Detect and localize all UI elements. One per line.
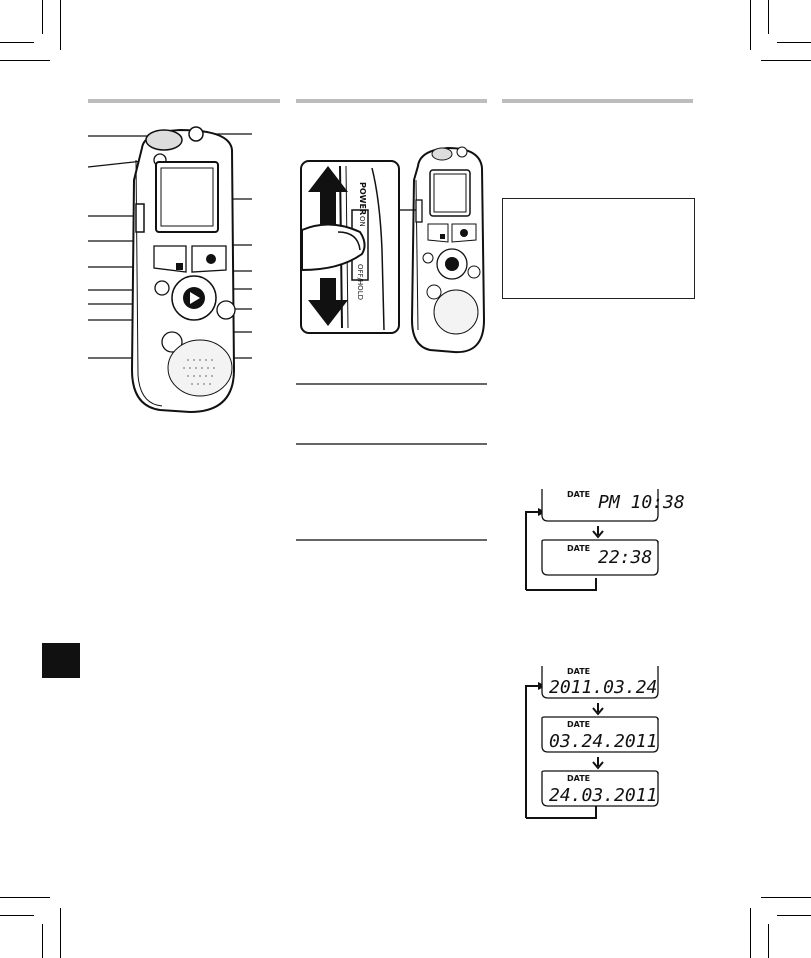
lcd-screen — [541, 770, 659, 807]
language-tab — [42, 643, 80, 678]
crop-mark — [750, 0, 751, 50]
lcd-date-value: 03.24.2011 — [549, 731, 658, 752]
chevron-down-icon — [592, 703, 604, 716]
section-rule-3 — [502, 99, 693, 103]
switch-power-label: POWER — [358, 182, 367, 215]
crop-mark — [761, 60, 811, 61]
svg-text:OFF/HOLD: OFF/HOLD — [356, 264, 364, 300]
crop-mark — [768, 924, 769, 958]
chevron-down-icon — [592, 526, 604, 539]
lcd-date-label: DATE — [567, 544, 591, 553]
section-rule-2 — [296, 99, 487, 103]
chevron-down-icon — [592, 757, 604, 770]
voice-recorder-front-icon — [87, 126, 252, 414]
lcd-time-value: 22:38 — [598, 547, 653, 568]
crop-mark — [60, 908, 61, 958]
arrow-up-icon — [308, 166, 348, 224]
switch-hold-label: /HOLD — [356, 278, 364, 300]
lcd-date-label: DATE — [567, 490, 591, 499]
voice-recorder-side-icon — [400, 146, 486, 354]
switch-on-label: ON — [358, 216, 366, 227]
crop-mark — [0, 60, 50, 61]
svg-text:ON: ON — [358, 216, 366, 227]
step-rule-1 — [296, 383, 487, 385]
lcd-screen — [541, 539, 659, 576]
crop-mark — [0, 897, 50, 898]
crop-mark — [42, 0, 43, 34]
lcd-screen — [541, 489, 659, 522]
note-box — [502, 198, 695, 299]
crop-mark — [777, 42, 811, 43]
lcd-date-value: 2011.03.24 — [549, 677, 658, 698]
power-hold-switch-icon: POWER ON OFF/HOLD — [300, 160, 400, 334]
svg-text:POWER: POWER — [358, 182, 367, 215]
lcd-date-label: DATE — [567, 720, 591, 729]
crop-mark — [750, 908, 751, 958]
step-rule-2 — [296, 443, 487, 445]
lcd-time-value: PM 10:38 — [598, 492, 685, 513]
lcd-date-label: DATE — [567, 667, 591, 676]
crop-mark — [60, 0, 61, 50]
lcd-date-label: DATE — [567, 774, 591, 783]
switch-off-label: OFF — [356, 264, 364, 278]
crop-mark — [761, 897, 811, 898]
crop-mark — [0, 915, 34, 916]
arrow-down-icon — [308, 278, 348, 326]
crop-mark — [42, 924, 43, 958]
crop-mark — [0, 42, 34, 43]
lcd-screen — [541, 716, 659, 753]
crop-mark — [768, 0, 769, 34]
step-rule-3 — [296, 539, 487, 541]
crop-mark — [777, 915, 811, 916]
lcd-date-value: 24.03.2011 — [549, 785, 658, 806]
lcd-screen — [541, 666, 659, 699]
section-rule-1 — [88, 99, 280, 103]
